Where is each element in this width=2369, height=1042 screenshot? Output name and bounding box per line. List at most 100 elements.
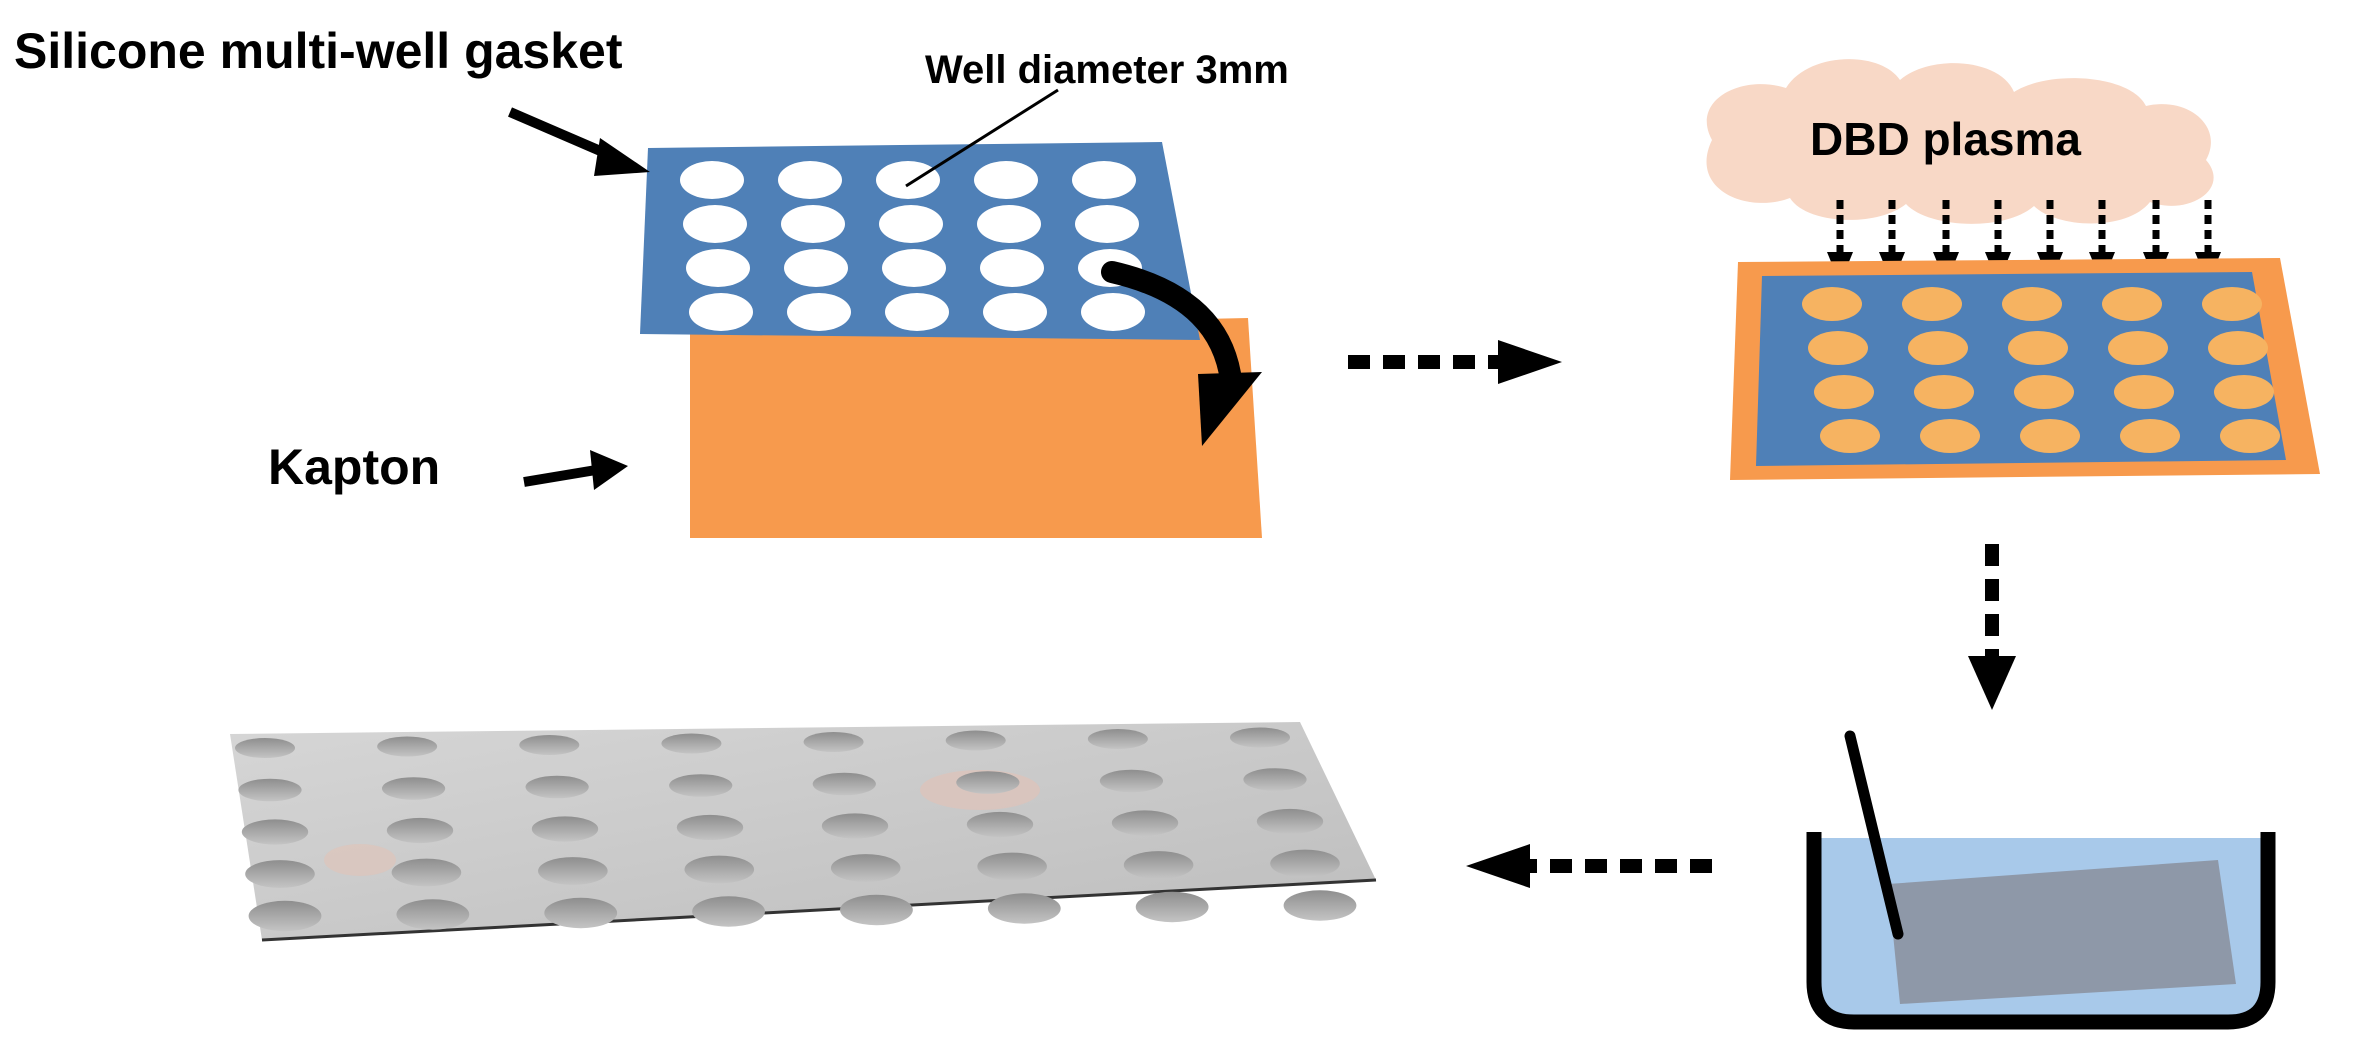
treated-well xyxy=(2108,331,2168,365)
film-well xyxy=(538,857,608,885)
curved-arrow-icon xyxy=(1101,261,1262,446)
treated-well xyxy=(1908,331,1968,365)
film-well xyxy=(245,860,315,888)
gasket-well xyxy=(689,293,753,331)
gasket-well xyxy=(977,205,1041,243)
film-well xyxy=(669,774,733,797)
gasket-well xyxy=(683,205,747,243)
film-well xyxy=(684,855,755,884)
film-well xyxy=(977,852,1047,881)
gasket-well xyxy=(686,249,750,287)
film-well xyxy=(544,897,618,929)
film-well xyxy=(1111,810,1179,836)
treated-well xyxy=(2102,287,2162,321)
film-well xyxy=(945,730,1006,751)
treated-assembly xyxy=(1730,258,2320,480)
treated-well xyxy=(2020,419,2080,453)
gasket-well xyxy=(980,249,1044,287)
film-well xyxy=(1256,808,1324,835)
treated-well xyxy=(2002,287,2062,321)
treated-well xyxy=(2208,331,2268,365)
kapton-pointer-arrow xyxy=(523,450,628,490)
dotted-arrow-icon xyxy=(1348,340,1562,384)
film-well xyxy=(377,736,438,757)
film-well xyxy=(830,854,901,882)
treated-well xyxy=(1914,375,1974,409)
film-well xyxy=(241,819,309,845)
film-well xyxy=(1123,851,1194,879)
gasket-label: Silicone multi-well gasket xyxy=(14,23,623,79)
film-well xyxy=(525,775,589,799)
film-well xyxy=(812,772,876,796)
treated-well xyxy=(1814,375,1874,409)
dotted-arrow-icon xyxy=(1968,544,2016,710)
film-well xyxy=(803,732,864,752)
gasket-well xyxy=(781,205,845,243)
gasket-well xyxy=(784,249,848,287)
film-well xyxy=(519,735,580,755)
film-well xyxy=(238,778,302,802)
treated-well xyxy=(1820,419,1880,453)
treated-well xyxy=(2214,375,2274,409)
treated-well xyxy=(2114,375,2174,409)
gasket-well xyxy=(787,293,851,331)
gasket-well xyxy=(882,249,946,287)
treated-wells xyxy=(1802,287,2280,453)
beaker-icon xyxy=(1806,730,2276,1030)
film-well xyxy=(1270,849,1340,878)
film-well xyxy=(396,899,470,930)
film-well xyxy=(381,777,446,800)
film-well xyxy=(391,858,462,887)
film-well xyxy=(1243,768,1307,791)
gasket-well xyxy=(879,205,943,243)
film-well xyxy=(966,811,1034,838)
well-diameter-leader xyxy=(905,88,1059,188)
treated-well xyxy=(1808,331,1868,365)
patterned-film xyxy=(230,722,1377,942)
plasma-cloud-icon xyxy=(1706,59,2214,224)
gasket-well xyxy=(885,293,949,331)
treated-well xyxy=(1802,287,1862,321)
film-well xyxy=(692,896,765,927)
gasket-well xyxy=(1072,161,1136,199)
film-well xyxy=(1230,727,1290,748)
film-wells xyxy=(235,727,1357,932)
film-well xyxy=(1099,769,1164,793)
film-stain xyxy=(324,844,396,876)
film-well xyxy=(661,733,722,754)
plasma-label: DBD plasma xyxy=(1810,113,2081,165)
kapton-sheet xyxy=(690,318,1262,538)
film-well xyxy=(987,893,1061,924)
gasket-well xyxy=(983,293,1047,331)
sample-sheet xyxy=(1888,860,2236,1004)
gasket-well xyxy=(1081,293,1145,331)
gasket-well xyxy=(974,161,1038,199)
treated-well xyxy=(2202,287,2262,321)
film-well xyxy=(1087,729,1148,749)
film-well xyxy=(1135,891,1209,923)
tweezer xyxy=(1844,730,1904,940)
gasket-pointer-arrow xyxy=(508,107,650,176)
gasket-well xyxy=(1075,205,1139,243)
film-well xyxy=(840,894,913,926)
gasket-well xyxy=(876,161,940,199)
treated-well xyxy=(2008,331,2068,365)
film-well xyxy=(956,771,1020,794)
film-well xyxy=(1283,890,1357,921)
gasket-well xyxy=(680,161,744,199)
treated-well xyxy=(2120,419,2180,453)
gasket-well xyxy=(778,161,842,199)
well-diameter-label: Well diameter 3mm xyxy=(925,48,1289,92)
film-well xyxy=(821,813,889,839)
treated-well xyxy=(2220,419,2280,453)
film-well xyxy=(235,738,295,758)
treated-well xyxy=(1920,419,1980,453)
treated-well xyxy=(2014,375,2074,409)
silicone-gasket xyxy=(640,142,1200,340)
film-well xyxy=(248,900,322,932)
film-well xyxy=(531,816,599,842)
kapton-label: Kapton xyxy=(268,439,441,495)
gasket-wells xyxy=(680,161,1145,331)
